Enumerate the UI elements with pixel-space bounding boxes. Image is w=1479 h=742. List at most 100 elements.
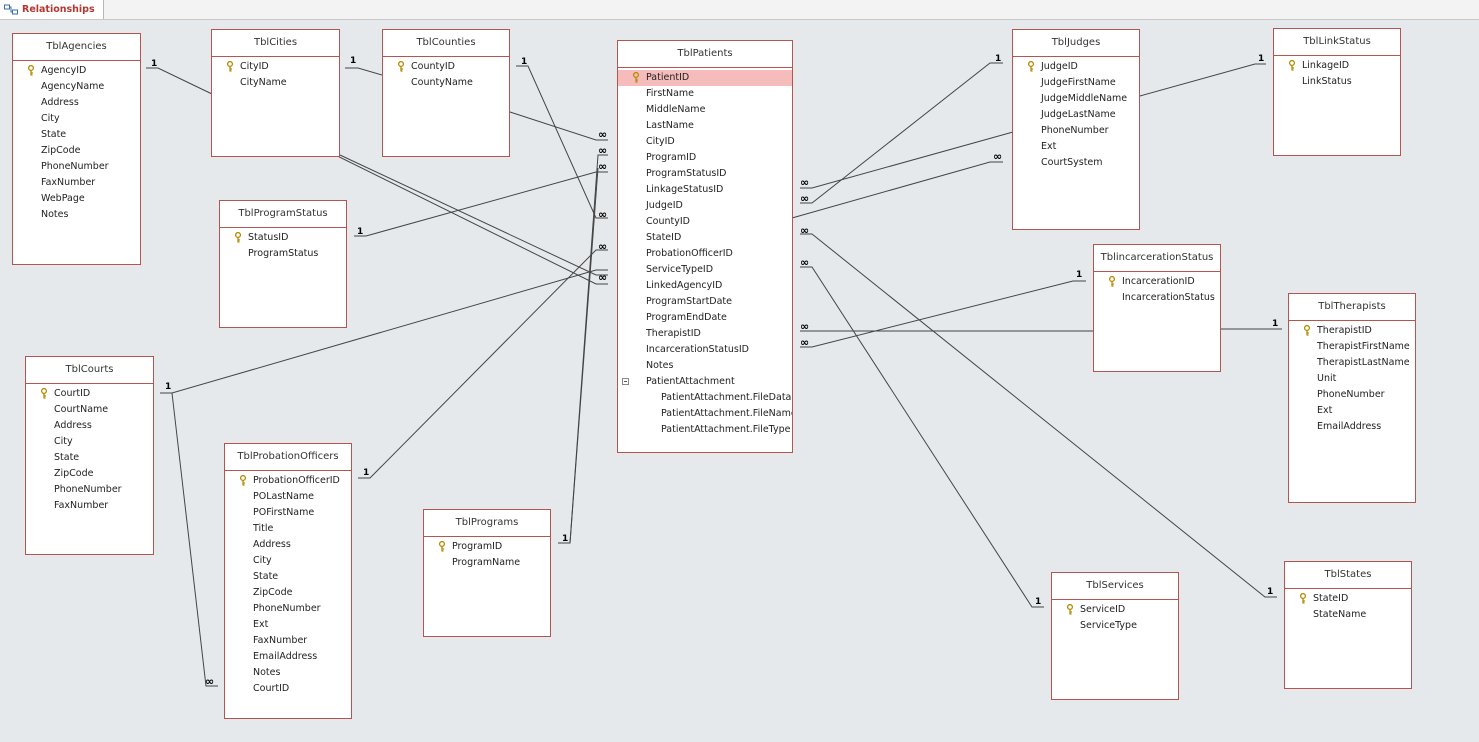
field-row[interactable]: LinkageID — [1274, 58, 1400, 74]
field-row[interactable]: CityID — [212, 59, 339, 75]
field-row[interactable]: JudgeFirstName — [1013, 75, 1139, 91]
field-row[interactable]: TherapistLastName — [1289, 355, 1415, 371]
field-row[interactable]: EmailAddress — [1289, 419, 1415, 435]
field-row[interactable]: ServiceType — [1052, 618, 1178, 634]
field-row[interactable]: JudgeMiddleName — [1013, 91, 1139, 107]
field-row[interactable]: ProgramStatusID — [618, 166, 792, 182]
field-row[interactable]: StateID — [618, 230, 792, 246]
field-row[interactable]: JudgeLastName — [1013, 107, 1139, 123]
field-row[interactable]: StateName — [1285, 607, 1411, 623]
field-row[interactable]: ProgramID — [424, 539, 550, 555]
field-row[interactable]: CountyID — [618, 214, 792, 230]
field-row[interactable]: City — [26, 434, 153, 450]
table-title[interactable]: TblServices — [1052, 573, 1178, 600]
field-row[interactable]: ServiceID — [1052, 602, 1178, 618]
field-row[interactable]: StatusID — [220, 230, 346, 246]
field-row[interactable]: CityID — [618, 134, 792, 150]
field-row[interactable]: CourtID — [225, 681, 351, 697]
field-row[interactable]: PatientAttachment — [618, 374, 792, 390]
field-row[interactable]: CountyName — [383, 75, 509, 91]
field-row[interactable]: LinkedAgencyID — [618, 278, 792, 294]
field-row[interactable]: ProbationOfficerID — [225, 473, 351, 489]
field-row[interactable]: PhoneNumber — [225, 601, 351, 617]
field-row[interactable]: LinkageStatusID — [618, 182, 792, 198]
field-row[interactable]: ProgramID — [618, 150, 792, 166]
field-row[interactable]: MiddleName — [618, 102, 792, 118]
field-row[interactable]: ProgramStartDate — [618, 294, 792, 310]
field-row[interactable]: PatientAttachment.FileName — [618, 406, 792, 422]
field-row[interactable]: IncarcerationID — [1094, 274, 1220, 290]
field-row[interactable]: ProgramStatus — [220, 246, 346, 262]
field-row[interactable]: Unit — [1289, 371, 1415, 387]
field-row[interactable]: ProgramEndDate — [618, 310, 792, 326]
field-row[interactable]: ProgramName — [424, 555, 550, 571]
field-row[interactable]: Address — [26, 418, 153, 434]
table-title[interactable]: TblCourts — [26, 357, 153, 384]
table-title[interactable]: TblPatients — [618, 41, 792, 68]
table-title[interactable]: TblProbationOfficers — [225, 444, 351, 471]
field-row[interactable]: PhoneNumber — [1289, 387, 1415, 403]
field-row[interactable]: CourtID — [26, 386, 153, 402]
table-title[interactable]: TblLinkStatus — [1274, 29, 1400, 56]
collapse-icon[interactable] — [622, 378, 629, 385]
field-row[interactable]: TherapistID — [1289, 323, 1415, 339]
field-row[interactable]: Ext — [225, 617, 351, 633]
field-row[interactable]: ZipCode — [26, 466, 153, 482]
field-row[interactable]: ZipCode — [13, 143, 140, 159]
field-row[interactable]: Notes — [225, 665, 351, 681]
field-row[interactable]: LinkStatus — [1274, 74, 1400, 90]
tab-relationships[interactable]: Relationships — [0, 0, 104, 19]
field-row[interactable]: AgencyName — [13, 79, 140, 95]
field-row[interactable]: JudgeID — [618, 198, 792, 214]
field-row[interactable]: City — [225, 553, 351, 569]
field-row[interactable]: POLastName — [225, 489, 351, 505]
field-row[interactable]: CourtSystem — [1013, 155, 1139, 171]
table-title[interactable]: TblAgencies — [13, 34, 140, 61]
field-row[interactable]: ServiceTypeID — [618, 262, 792, 278]
field-row[interactable]: Notes — [618, 358, 792, 374]
field-row[interactable]: WebPage — [13, 191, 140, 207]
field-row[interactable]: City — [13, 111, 140, 127]
field-row[interactable]: Address — [225, 537, 351, 553]
field-row[interactable]: PatientAttachment.FileData — [618, 390, 792, 406]
field-row[interactable]: CourtName — [26, 402, 153, 418]
field-row[interactable]: LastName — [618, 118, 792, 134]
table-title[interactable]: TblCities — [212, 30, 339, 57]
field-row[interactable]: State — [26, 450, 153, 466]
field-row[interactable]: FirstName — [618, 86, 792, 102]
table-title[interactable]: TblPrograms — [424, 510, 550, 537]
table-title[interactable]: TblCounties — [383, 30, 509, 57]
field-row[interactable]: PhoneNumber — [1013, 123, 1139, 139]
field-row[interactable]: POFirstName — [225, 505, 351, 521]
table-title[interactable]: TblProgramStatus — [220, 201, 346, 228]
field-row[interactable]: FaxNumber — [13, 175, 140, 191]
field-row[interactable]: ProbationOfficerID — [618, 246, 792, 262]
field-row[interactable]: State — [225, 569, 351, 585]
field-row[interactable]: AgencyID — [13, 63, 140, 79]
table-title[interactable]: TblincarcerationStatus — [1094, 245, 1220, 272]
field-row[interactable]: JudgeID — [1013, 59, 1139, 75]
field-row[interactable]: PhoneNumber — [26, 482, 153, 498]
field-row[interactable]: TherapistFirstName — [1289, 339, 1415, 355]
field-row[interactable]: CityName — [212, 75, 339, 91]
table-title[interactable]: TblJudges — [1013, 30, 1139, 57]
field-row[interactable]: Ext — [1289, 403, 1415, 419]
field-row[interactable]: TherapistID — [618, 326, 792, 342]
field-row[interactable]: ZipCode — [225, 585, 351, 601]
field-row[interactable]: Notes — [13, 207, 140, 223]
field-row[interactable]: Title — [225, 521, 351, 537]
field-row[interactable]: PatientID — [618, 70, 792, 86]
